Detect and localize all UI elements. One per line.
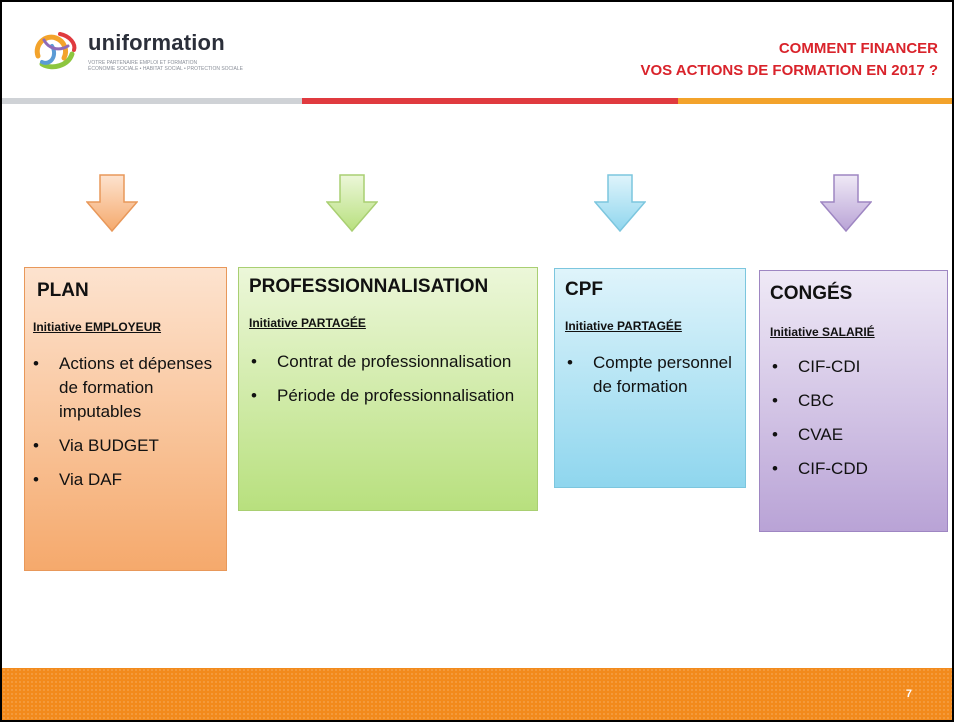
box-subtitle: Initiative SALARIÉ	[770, 325, 875, 339]
page-number: 7	[905, 688, 912, 700]
list-item: CVAE	[770, 423, 940, 447]
down-arrow-icon	[820, 174, 872, 232]
logo-tagline: VOTRE PARTENAIRE EMPLOI ET FORMATION ÉCO…	[88, 60, 278, 72]
slide-title: COMMENT FINANCER VOS ACTIONS DE FORMATIO…	[640, 38, 938, 82]
list-item: CBC	[770, 389, 940, 413]
list-item: CIF-CDI	[770, 355, 940, 379]
header-rule-red	[302, 98, 678, 104]
down-arrow-icon	[594, 174, 646, 232]
list-item: Compte personnel de formation	[565, 351, 735, 399]
uniformation-logo: uniformation VOTRE PARTENAIRE EMPLOI ET …	[30, 26, 290, 86]
uniformation-logo-icon	[34, 32, 77, 70]
footer-bar: 7	[2, 668, 952, 720]
down-arrow-icon	[326, 174, 378, 232]
list-item: Contrat de professionnalisation	[249, 350, 529, 374]
box-heading: PLAN	[37, 280, 89, 301]
box-subtitle: Initiative PARTAGÉE	[249, 316, 366, 330]
box-heading: CONGÉS	[770, 283, 853, 304]
box-heading: PROFESSIONNALISATION	[249, 276, 489, 297]
conges-box: CONGÉS Initiative SALARIÉ CIF-CDI CBC CV…	[759, 270, 948, 532]
list-item: Actions et dépenses de formation imputab…	[31, 352, 221, 424]
box-list: CIF-CDI CBC CVAE CIF-CDD	[770, 355, 940, 491]
cpf-box: CPF Initiative PARTAGÉE Compte personnel…	[554, 268, 746, 488]
logo-wordmark: uniformation	[88, 30, 225, 55]
box-subtitle: Initiative EMPLOYEUR	[33, 320, 162, 334]
header-rule-orange	[678, 98, 952, 104]
box-subtitle: Initiative PARTAGÉE	[565, 319, 682, 333]
logo-tagline-line1: VOTRE PARTENAIRE EMPLOI ET FORMATION	[88, 60, 198, 66]
list-item: Via DAF	[31, 468, 221, 492]
plan-box: PLAN Initiative EMPLOYEUR Actions et dép…	[24, 267, 227, 571]
list-item: Période de professionnalisation	[249, 384, 529, 408]
logo-tagline-line2: ÉCONOMIE SOCIALE • HABITAT SOCIAL • PROT…	[88, 66, 244, 72]
slide-title-line2: VOS ACTIONS DE FORMATION EN 2017 ?	[640, 62, 938, 79]
list-item: Via BUDGET	[31, 434, 221, 458]
professionnalisation-box: PROFESSIONNALISATION Initiative PARTAGÉE…	[238, 267, 538, 511]
box-list: Compte personnel de formation	[565, 351, 735, 409]
slide-title-line1: COMMENT FINANCER	[778, 40, 938, 57]
list-item: CIF-CDD	[770, 457, 940, 481]
box-list: Actions et dépenses de formation imputab…	[31, 352, 221, 502]
down-arrow-icon	[86, 174, 138, 232]
box-heading: CPF	[565, 279, 603, 300]
box-list: Contrat de professionnalisation Période …	[249, 350, 529, 418]
header-rule-grey	[2, 98, 302, 104]
